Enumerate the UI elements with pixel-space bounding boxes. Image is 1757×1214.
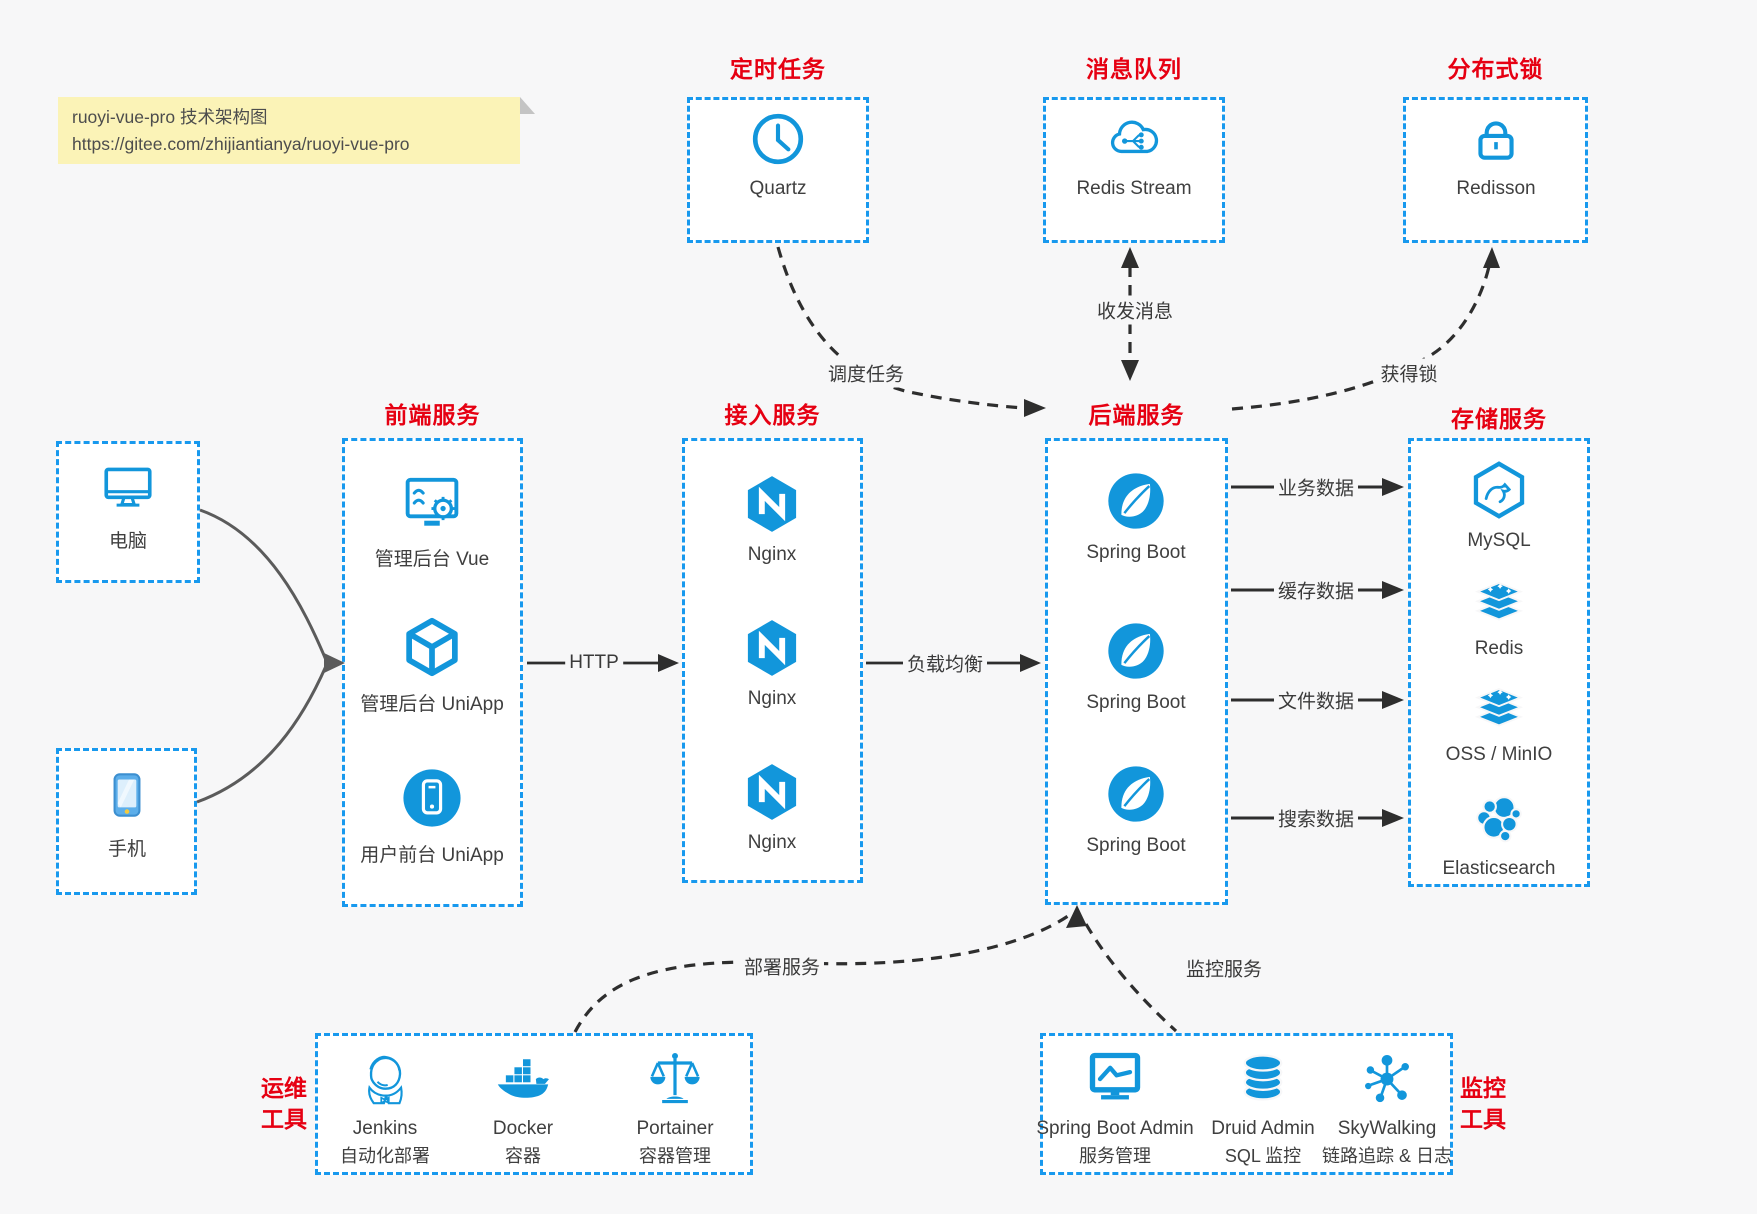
message-queue-title: 消息队列 [1086,56,1182,82]
node-admin-uniapp: 管理后台 UniApp [347,615,517,716]
arrowhead-cache-data [1382,581,1404,599]
scheduled-task-box [687,97,869,243]
elasticsearch-icon [1470,790,1528,853]
spring-boot-icon [1105,470,1167,537]
sticky-note: ruoyi-vue-pro 技术架构图 https://gitee.com/zh… [58,97,535,164]
arrowhead-acquire-lock [1483,247,1500,268]
edge-label-file-data: 文件数据 [1273,685,1359,715]
edge-label-load-balance: 负载均衡 [902,648,988,678]
note-title: ruoyi-vue-pro 技术架构图 [72,107,268,127]
arrowhead-search-data [1382,809,1404,827]
arrowhead-http [658,654,679,672]
arrowhead-message-down [1121,360,1139,381]
ops-tools-title: 运维 工具 [261,1075,307,1132]
node-user-uniapp: 用户前台 UniApp [347,766,517,867]
edge-label-search-data: 搜索数据 [1273,803,1359,833]
oss-icon [1469,674,1529,739]
edge-computer-to-frontend [199,508,328,661]
node-nginx-3: Nginx [687,762,857,854]
node-portainer: Portainer 容器管理 [590,1048,760,1168]
cloud-stream-icon [1105,110,1163,173]
arrowhead-schedule-task [1024,399,1046,417]
node-spring-boot-2: Spring Boot [1051,620,1221,714]
spring-boot-icon [1105,620,1167,687]
node-docker: Docker 容器 [438,1048,608,1168]
edge-label-send-receive-message: 收发消息 [1092,295,1178,325]
node-spring-boot-3: Spring Boot [1051,763,1221,857]
edge-monitor-service [1084,923,1178,1033]
scheduled-task-title: 定时任务 [730,56,826,82]
node-skywalking: SkyWalking 链路追踪 & 日志 [1302,1048,1472,1168]
note-fold-corner [520,97,535,114]
edge-label-acquire-lock: 获得锁 [1376,358,1442,388]
node-quartz: Quartz [693,110,863,200]
admin-vue-icon [401,472,463,539]
portainer-icon [645,1048,705,1113]
node-oss-minio: OSS / MinIO [1414,674,1584,766]
edge-label-cache-data: 缓存数据 [1273,575,1359,605]
nginx-icon [742,474,802,539]
skywalking-icon [1357,1048,1417,1113]
redis-icon [1469,568,1529,633]
node-spring-boot-admin: Spring Boot Admin 服务管理 [1030,1048,1200,1168]
uniapp-cube-icon [400,615,464,684]
arrowhead-load-balance [1020,654,1041,672]
computer-icon [99,458,157,521]
node-redisson: Redisson [1411,110,1581,200]
node-jenkins: Jenkins 自动化部署 [300,1048,470,1168]
edge-acquire-lock [1231,256,1493,411]
user-app-icon [400,766,464,835]
lock-icon [1467,110,1525,173]
druid-icon [1233,1048,1293,1113]
distributed-lock-box [1403,97,1588,243]
node-mysql: MySQL [1414,460,1584,552]
edge-label-monitor-service: 监控服务 [1181,953,1267,983]
node-nginx-2: Nginx [687,618,857,710]
node-druid-admin: Druid Admin SQL 监控 [1178,1048,1348,1168]
edge-label-schedule-task: 调度任务 [823,358,909,388]
spring-boot-icon [1105,763,1167,830]
arrowhead-file-data [1382,691,1404,709]
edge-phone-to-frontend [196,665,328,804]
edge-label-http: HTTP [565,651,623,675]
backend-title: 后端服务 [1088,402,1185,428]
frontend-title: 前端服务 [384,402,481,428]
node-computer: 电脑 [43,458,213,553]
monitor-tools-title: 监控 工具 [1460,1075,1506,1132]
gateway-title: 接入服务 [724,402,821,428]
phone-icon [98,766,156,829]
node-phone: 手机 [42,766,212,861]
spring-boot-admin-icon [1085,1048,1145,1113]
clock-icon [749,110,807,173]
edge-label-business-data: 业务数据 [1273,472,1359,502]
node-spring-boot-1: Spring Boot [1051,470,1221,564]
edge-label-deploy-service: 部署服务 [739,951,825,981]
phone-box [56,748,197,895]
node-nginx-1: Nginx [687,474,857,566]
mysql-icon [1469,460,1529,525]
node-elasticsearch: Elasticsearch [1414,790,1584,880]
jenkins-icon [355,1048,415,1113]
nginx-icon [742,762,802,827]
node-redis-stream: Redis Stream [1049,110,1219,200]
arrowhead-business-data [1382,478,1404,496]
docker-icon [493,1048,553,1113]
storage-title: 存储服务 [1451,406,1547,432]
note-url: https://gitee.com/zhijiantianya/ruoyi-vu… [72,134,410,154]
computer-box [56,441,200,583]
arrowhead-message-up [1121,247,1139,268]
node-redis: Redis [1414,568,1584,660]
node-admin-vue: 管理后台 Vue [347,472,517,571]
distributed-lock-title: 分布式锁 [1447,56,1544,82]
arrowhead-deploy-monitor [1066,905,1087,928]
nginx-icon [742,618,802,683]
